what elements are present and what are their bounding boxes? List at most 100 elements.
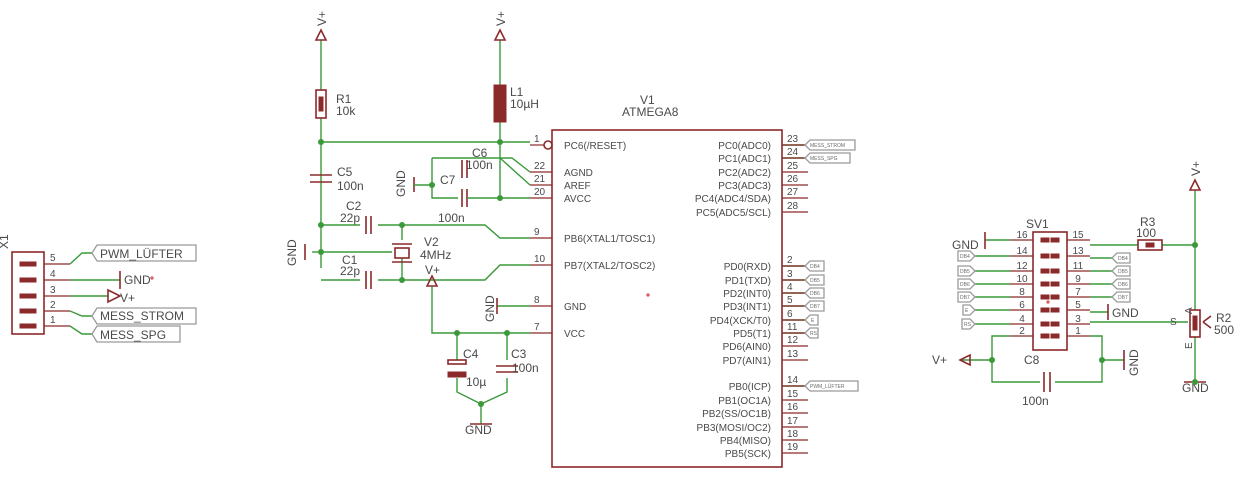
capacitor-c7: C7 100n xyxy=(438,173,500,225)
x1-pin-4: 4 xyxy=(50,269,56,280)
v1-right-pin-label: PB4(MISO) xyxy=(720,436,771,447)
v1-left-pin-num: 22 xyxy=(534,161,546,172)
gnd-c7-label: GND xyxy=(394,170,408,197)
flag-pc0 xyxy=(804,139,856,151)
v1-left-pin-num: 8 xyxy=(534,295,540,306)
crystal-v2: V2 4MHz xyxy=(392,235,451,263)
wires-sv1 xyxy=(960,190,1196,383)
gnd-c7: GND xyxy=(394,170,432,197)
supply-vplus-r3: V+ xyxy=(1188,161,1203,191)
sv1-pad xyxy=(1050,307,1060,313)
sv-flag-r2-text: DB5 xyxy=(1118,269,1128,275)
gnd-sv1-right-label: GND xyxy=(1112,306,1139,320)
flag-pd2-text: DB6 xyxy=(810,291,820,297)
sv-flag-l5-text: E xyxy=(965,308,969,314)
v1-left-pin-label: AREF xyxy=(564,181,591,192)
sv1-pad xyxy=(1040,294,1050,300)
sv-flag-r2 xyxy=(1111,265,1131,277)
c5-value: 100n xyxy=(337,179,364,193)
sv1-right-pin-num: 1 xyxy=(1075,326,1081,337)
sv-flag-r4 xyxy=(1111,291,1131,303)
vplus-l1-label: V+ xyxy=(494,11,508,26)
gnd-sv1-left-label: GND xyxy=(952,238,979,252)
sv1-pad xyxy=(1040,281,1050,287)
flag-mess-strom-text: MESS_STROM xyxy=(100,309,184,323)
v1-right-pin-label: PD7(AIN1) xyxy=(723,356,771,367)
sv1-right-pin-num: 11 xyxy=(1073,261,1084,272)
v1-left-pin-label: AVCC xyxy=(564,194,591,205)
sv-flag-r1 xyxy=(1111,252,1131,264)
v1-right-pin-num: 19 xyxy=(787,442,799,453)
v1-right-pin-num: 11 xyxy=(787,322,798,333)
flag-pd4 xyxy=(804,314,819,326)
v1-right-pin-label: PC4(ADC4/SDA) xyxy=(695,194,771,205)
v1-right-pin-num: 18 xyxy=(787,429,799,440)
supply-vplus-sv1: V+ xyxy=(932,353,971,367)
gnd-sv1-right: GND xyxy=(1107,304,1139,320)
l1-value: 10µH xyxy=(510,97,539,111)
v1-right-pin-label: PC2(ADC2) xyxy=(718,168,771,179)
capacitor-c4: C4 10µ xyxy=(447,347,486,389)
sv1-tiny-flags: DB4 DB5 DB6 DB7 E RS DB4 DB5 DB6 DB7 xyxy=(957,250,1131,330)
v1-right-pin-label: PD3(INT1) xyxy=(723,302,771,313)
inductor-l1: L1 10µH xyxy=(493,84,539,123)
sv1-pad xyxy=(1040,268,1050,274)
flag-pd5 xyxy=(804,327,819,339)
capacitor-c1: C1 22p xyxy=(340,253,372,289)
c2-value: 22p xyxy=(340,211,360,225)
c6-value: 100n xyxy=(466,158,493,172)
v1-right-pin-label: PC1(ADC1) xyxy=(718,154,771,165)
sv1-pad xyxy=(1050,253,1060,259)
c3-value: 100n xyxy=(512,361,539,375)
flag-pd3 xyxy=(804,300,825,312)
sv-flag-l1 xyxy=(957,250,976,262)
sv1-right-pin-num: 9 xyxy=(1075,274,1081,285)
sv1-pad xyxy=(1040,237,1050,243)
x1-pin-3: 3 xyxy=(50,285,56,296)
v1-right-pin-label: PB5(SCK) xyxy=(725,449,771,460)
gnd-sv1-left: GND xyxy=(952,232,986,252)
v1-right-pin-num: 5 xyxy=(787,295,793,306)
c4-name: C4 xyxy=(463,347,479,361)
vplus-vcc-label: V+ xyxy=(425,263,440,277)
sv1-left-pin-num: 10 xyxy=(1016,274,1028,285)
vplus-sv1-label: V+ xyxy=(932,353,947,367)
v1-left-pin-label: AGND xyxy=(564,168,593,179)
sv1-pad xyxy=(1050,281,1060,287)
v1-right-pin-label: PB2(SS/OC1B) xyxy=(702,409,771,420)
resistor-r3: R3 100 xyxy=(1136,215,1163,251)
gnd-crystal-label: GND xyxy=(285,239,299,266)
sv1-right-pin-num: 5 xyxy=(1075,300,1081,311)
c8-value: 100n xyxy=(1022,394,1049,408)
sv1-left-pin-num: 2 xyxy=(1019,326,1025,337)
flag-pd5-text: RS xyxy=(810,331,818,337)
v1-right-pin-num: 26 xyxy=(787,174,799,185)
connector-x1: X1 5 4 3 2 1 PWM_LÜFTER MESS_STROM MESS_… xyxy=(0,234,197,343)
v1-left-pin-num: 20 xyxy=(534,187,546,198)
v1-left-pin-num: 7 xyxy=(534,322,540,333)
mcu-v1: V1 ATMEGA8 1PC6(/RESET)22AGND21AREF20AVC… xyxy=(530,93,808,468)
r1-name: R1 xyxy=(336,92,352,106)
sv1-left-pin-num: 8 xyxy=(1019,287,1025,298)
v1-left-pin-label: PB6(XTAL1/TOSC1) xyxy=(564,234,655,245)
x1-pin-1: 1 xyxy=(50,315,56,326)
sv1-left-pin-num: 6 xyxy=(1019,300,1025,311)
sv1-name: SV1 xyxy=(1026,217,1049,231)
v1-right-pin-num: 17 xyxy=(787,416,799,427)
sv1-right-pin-num: 3 xyxy=(1075,314,1081,325)
x1-vplus-label: V+ xyxy=(120,291,135,305)
v1-right-pin-label: PD4(XCK/T0) xyxy=(710,316,771,327)
v1-value: ATMEGA8 xyxy=(622,105,679,119)
v2-value: 4MHz xyxy=(420,248,451,262)
mcu-tiny-flags: MESS_STROM MESS_SPG DB4 DB5 DB6 DB7 E RS… xyxy=(804,139,859,392)
sv1-right-pin-num: 7 xyxy=(1075,287,1081,298)
sv-flag-l5 xyxy=(962,304,976,316)
supply-vplus-r1: V+ xyxy=(314,11,329,41)
sv1-pad xyxy=(1050,294,1060,300)
sv1-pad xyxy=(1050,321,1060,327)
v1-left-pin-label: PC6(/RESET) xyxy=(564,141,626,152)
flag-pb0-text: PWM_LÜFTER xyxy=(810,383,845,390)
junctions xyxy=(318,139,1198,407)
v1-right-pin-num: 24 xyxy=(787,147,799,158)
